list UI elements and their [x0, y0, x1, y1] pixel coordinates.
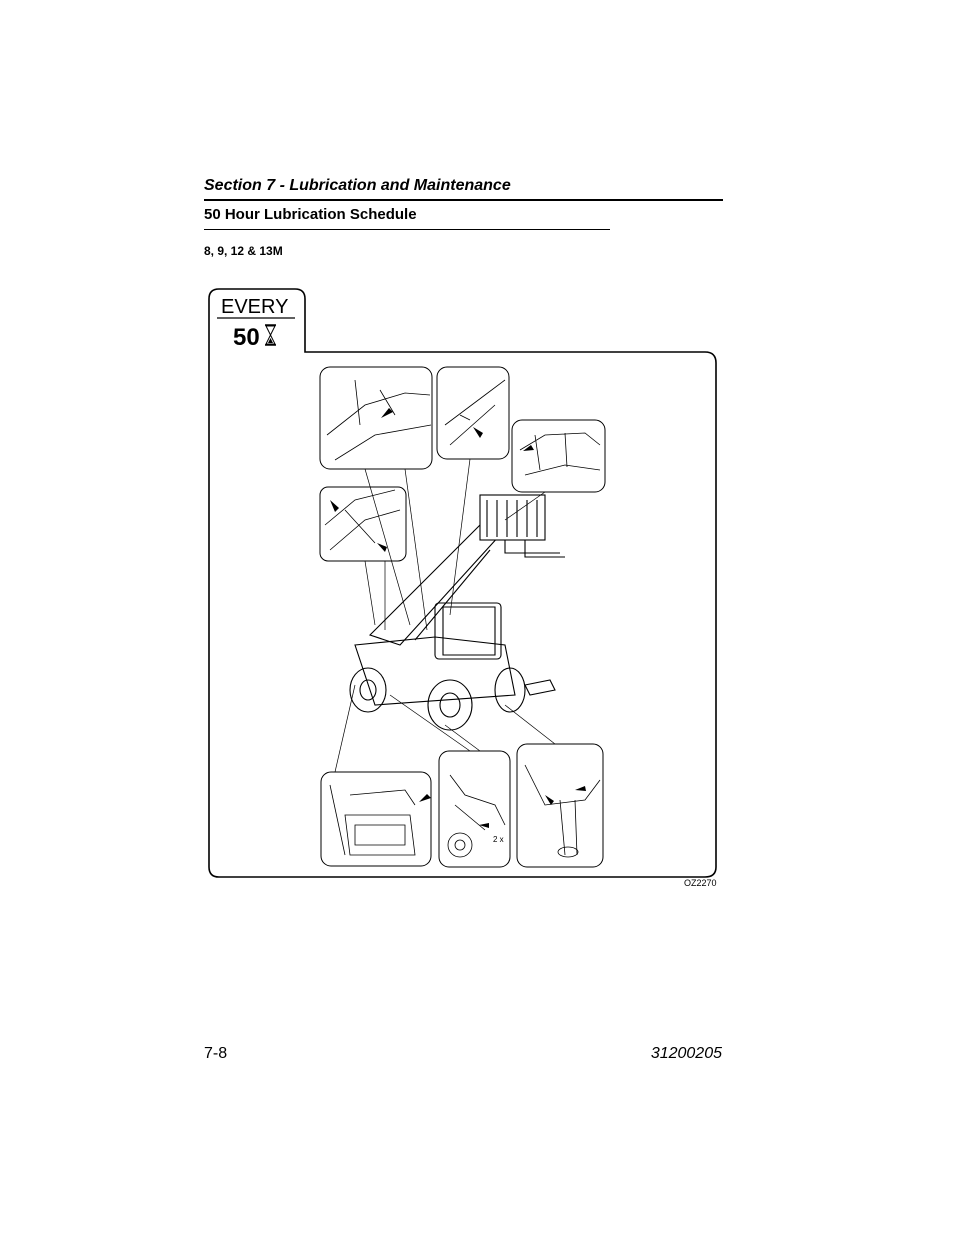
interval-badge: EVERY 50: [217, 296, 295, 351]
detail-panel-carriage: [511, 419, 606, 493]
detail-panel-boom-pivot: [319, 366, 433, 470]
section-divider: [204, 199, 723, 201]
figure-code: OZ2270: [684, 878, 717, 888]
multiplier-label: 2 x: [493, 835, 504, 844]
detail-panel-lift-cylinder: [319, 486, 407, 562]
detail-panel-boom-head: [436, 366, 510, 460]
page-number: 7-8: [204, 1045, 228, 1062]
badge-hours: 50: [233, 324, 260, 351]
section-title: Section 7 - Lubrication and Maintenance: [204, 177, 511, 194]
model-list: 8, 9, 12 & 13M: [204, 244, 283, 258]
detail-panel-axle: [438, 750, 511, 868]
hourglass-icon: [265, 324, 276, 346]
telehandler-illustration: [349, 494, 565, 731]
lubrication-figure: EVERY 50: [208, 288, 717, 878]
subsection-divider: [204, 229, 610, 230]
detail-panel-steer: [516, 743, 604, 868]
figure-frame: [208, 288, 717, 878]
badge-word: EVERY: [221, 296, 288, 318]
document-number: 31200205: [650, 1045, 722, 1062]
subsection-title: 50 Hour Lubrication Schedule: [204, 206, 417, 223]
